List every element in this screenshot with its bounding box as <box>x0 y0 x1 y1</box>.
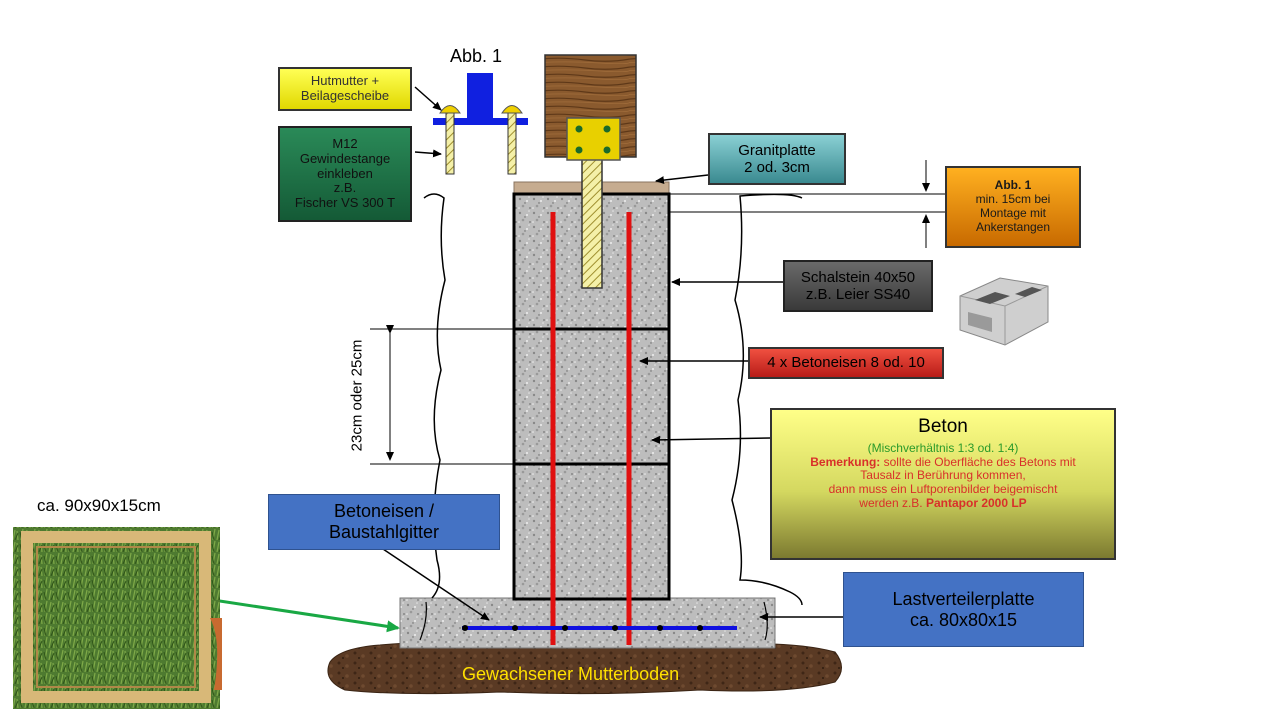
hutmutter-box: Hutmutter + Beilagescheibe <box>278 67 412 111</box>
schalstein-line2: z.B. Leier SS40 <box>805 286 911 303</box>
schalstein-line1: Schalstein 40x50 <box>800 268 916 286</box>
lastverteiler-line1: Lastverteilerplatte <box>892 588 1035 609</box>
hutmutter-line1: Hutmutter + <box>310 73 380 89</box>
abb1-note-line1: min. 15cm bei <box>975 192 1051 207</box>
formwork-block-middle <box>512 327 671 466</box>
hutmutter-line2: Beilagescheibe <box>300 88 390 103</box>
baustahl-line2: Baustahlgitter <box>328 522 440 542</box>
arrow-gewindestange <box>414 149 442 158</box>
abb1-rod-right <box>507 111 517 175</box>
lastverteiler-box: Lastverteilerplatte ca. 80x80x15 <box>843 572 1084 647</box>
granitplatte-line2: 2 od. 3cm <box>744 159 810 176</box>
arrow-hutmutter <box>414 86 442 111</box>
formwork-block-bottom <box>512 462 671 601</box>
gewindestange-line3: einkleben <box>317 165 373 181</box>
granitplatte-box: Granitplatte 2 od. 3cm <box>708 133 846 185</box>
abb1-nut-right <box>501 105 523 114</box>
abb1-bracket-base <box>433 118 528 125</box>
abb1-note-line3: Ankerstangen <box>975 219 1051 234</box>
betoneisen-box: 4 x Betoneisen 8 od. 10 <box>748 347 944 379</box>
baustahl-box: Betoneisen / Baustahlgitter <box>268 494 500 550</box>
post-bolts <box>575 125 611 154</box>
arrow-granitplatte <box>655 174 709 185</box>
arrow-frame <box>199 596 400 633</box>
abb1-note-line2: Montage mit <box>979 206 1047 220</box>
gewindestange-line1: M12 <box>332 135 358 151</box>
gewindestange-box: M12 Gewindestange einkleben z.B. Fischer… <box>278 126 412 222</box>
anchor-rod-hatched <box>581 149 603 289</box>
gewindestange-line4: z.B. <box>333 180 357 196</box>
soil-edge-right <box>731 193 803 606</box>
beton-box: Beton (Mischverhältnis 1:3 od. 1:4) Beme… <box>770 408 1116 560</box>
baustahl-line1: Betoneisen / <box>333 501 435 522</box>
abb1-nut-left <box>439 105 461 114</box>
beton-remark-key: Bemerkung: <box>810 454 881 469</box>
beton-line4: werden z.B. Pantapor 2000 LP <box>859 496 1027 511</box>
soil-edge-left <box>423 193 446 599</box>
gewindestange-line2: Gewindestange <box>299 150 391 166</box>
beton-title: Beton <box>918 416 968 437</box>
frame-label: ca. 90x90x15cm <box>37 496 161 515</box>
arrow-beton <box>651 435 771 444</box>
abb1-rod-left <box>445 111 455 175</box>
ground-label: Gewachsener Mutterboden <box>462 664 680 684</box>
abb1-note-box: Abb. 1 min. 15cm bei Montage mit Ankerst… <box>945 166 1081 248</box>
load-distribution-slab <box>399 597 776 649</box>
formwork-block-illustration <box>959 277 1049 346</box>
beton-remark-text: sollte die Oberfläche des Betons mit <box>880 454 1076 469</box>
beton-mix: (Mischverhältnis 1:3 od. 1:4) <box>867 440 1019 455</box>
dimension-label: 23cm oder 25cm <box>348 339 366 452</box>
schalstein-box: Schalstein 40x50 z.B. Leier SS40 <box>783 260 933 312</box>
beton-line3: dann muss ein Luftporenbilder beigemisch… <box>828 482 1058 497</box>
post-base-plate <box>566 117 621 161</box>
abb1-bracket-upright <box>467 73 493 118</box>
granitplatte-line1: Granitplatte <box>738 141 816 159</box>
mesh-nodes <box>462 625 703 631</box>
frame-photo <box>13 527 222 709</box>
slab-gap-right <box>763 601 768 641</box>
slab-gap-left <box>419 601 427 641</box>
beton-remark-line: Bemerkung: sollte die Oberfläche des Bet… <box>810 454 1076 470</box>
abb1-note-title: Abb. 1 <box>994 178 1032 193</box>
betoneisen-label: 4 x Betoneisen 8 od. 10 <box>767 354 925 372</box>
arrow-baustahl <box>382 548 490 621</box>
lastverteiler-line2: ca. 80x80x15 <box>909 609 1018 630</box>
abb1-title: Abb. 1 <box>450 46 503 66</box>
gewindestange-line5: Fischer VS 300 T <box>294 195 396 211</box>
beton-product: Pantapor 2000 LP <box>925 496 1027 511</box>
beton-line2: Tausalz in Berührung kommen, <box>860 468 1026 483</box>
beton-line4-prefix: werden z.B. <box>859 496 926 511</box>
